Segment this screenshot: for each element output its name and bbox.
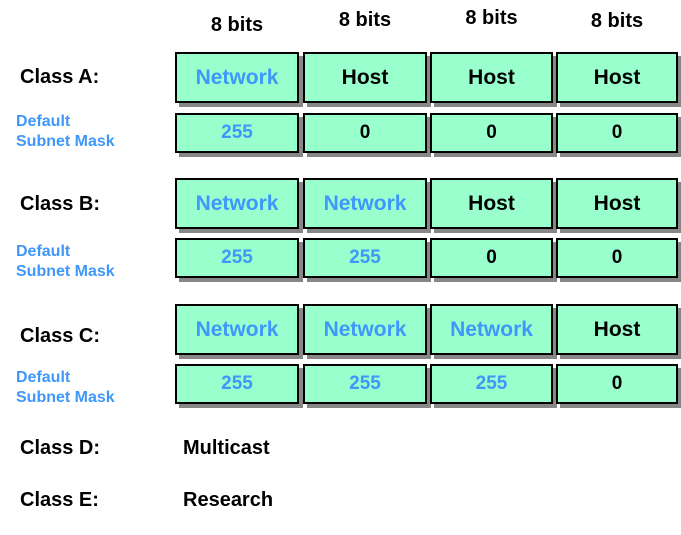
mask-value: 255 [221,247,253,268]
class-a-mask-octet-4-box: 0 [556,113,678,153]
class-c-octet-1-box: Network [175,304,299,355]
class-b-subnet-mask-label: Default Subnet Mask [16,242,115,282]
bits-header-3: 8 bits [465,7,518,29]
mask-label-line1: Default [16,243,71,260]
class-a-mask-octet-3-box: 0 [430,113,553,153]
class-c-octet-2-box: Network [303,304,427,355]
mask-value: 255 [475,373,508,394]
mask-label-line2: Subnet Mask [16,389,115,406]
mask-value: 0 [611,247,623,268]
class-a-octet-1-box: Network [175,52,299,103]
bits-header-1: 8 bits [210,14,264,36]
class-b-octet-2-box: Network [303,178,427,229]
mask-label-line2: Subnet Mask [16,133,115,150]
mask-label-line1: Default [16,113,71,130]
mask-value: 0 [359,122,371,143]
class-a-mask-octet-2-box: 0 [303,113,427,153]
octet-label: Network [323,317,407,341]
mask-value: 0 [486,122,497,143]
class-c-octet-4-box: Host [556,304,678,355]
octet-label: Network [450,317,533,341]
class-d-value: Multicast [183,437,270,459]
class-b-label: Class B: [20,193,101,215]
bits-header-2: 8 bits [338,9,392,31]
class-c-mask-octet-1-box: 255 [175,364,299,404]
octet-label: Network [195,191,279,215]
class-b-mask-octet-3-box: 0 [430,238,553,278]
mask-value: 0 [611,373,623,394]
class-a-octet-2-box: Host [303,52,427,103]
octet-label: Host [468,191,515,215]
class-b-octet-3-box: Host [430,178,553,229]
class-c-mask-octet-3-box: 255 [430,364,553,404]
octet-label: Host [593,191,641,215]
mask-value: 255 [349,373,381,394]
class-c-label: Class C: [20,325,101,347]
class-e-value: Research [183,489,274,511]
class-d-label: Class D: [20,437,101,459]
class-a-subnet-mask-label: Default Subnet Mask [16,112,115,152]
class-c-mask-octet-2-box: 255 [303,364,427,404]
mask-value: 255 [221,373,253,394]
mask-label-line1: Default [16,369,71,386]
class-c-octet-3-box: Network [430,304,553,355]
mask-value: 255 [349,247,381,268]
octet-label: Host [593,65,641,89]
class-b-mask-octet-4-box: 0 [556,238,678,278]
octet-label: Network [195,65,279,89]
class-a-label: Class A: [20,66,100,88]
class-b-octet-4-box: Host [556,178,678,229]
class-b-mask-octet-1-box: 255 [175,238,299,278]
mask-value: 0 [486,247,497,268]
octet-label: Network [323,191,407,215]
class-c-subnet-mask-label: Default Subnet Mask [16,368,115,408]
mask-label-line2: Subnet Mask [16,263,115,280]
class-e-label: Class E: [20,489,99,511]
class-b-octet-1-box: Network [175,178,299,229]
octet-label: Network [195,317,279,341]
class-a-octet-3-box: Host [430,52,553,103]
octet-label: Host [468,65,515,89]
mask-value: 0 [611,122,623,143]
octet-label: Host [341,65,389,89]
octet-label: Host [593,317,641,341]
class-b-mask-octet-2-box: 255 [303,238,427,278]
class-a-mask-octet-1-box: 255 [175,113,299,153]
class-c-mask-octet-4-box: 0 [556,364,678,404]
bits-header-4: 8 bits [590,10,644,32]
mask-value: 255 [221,122,253,143]
class-a-octet-4-box: Host [556,52,678,103]
